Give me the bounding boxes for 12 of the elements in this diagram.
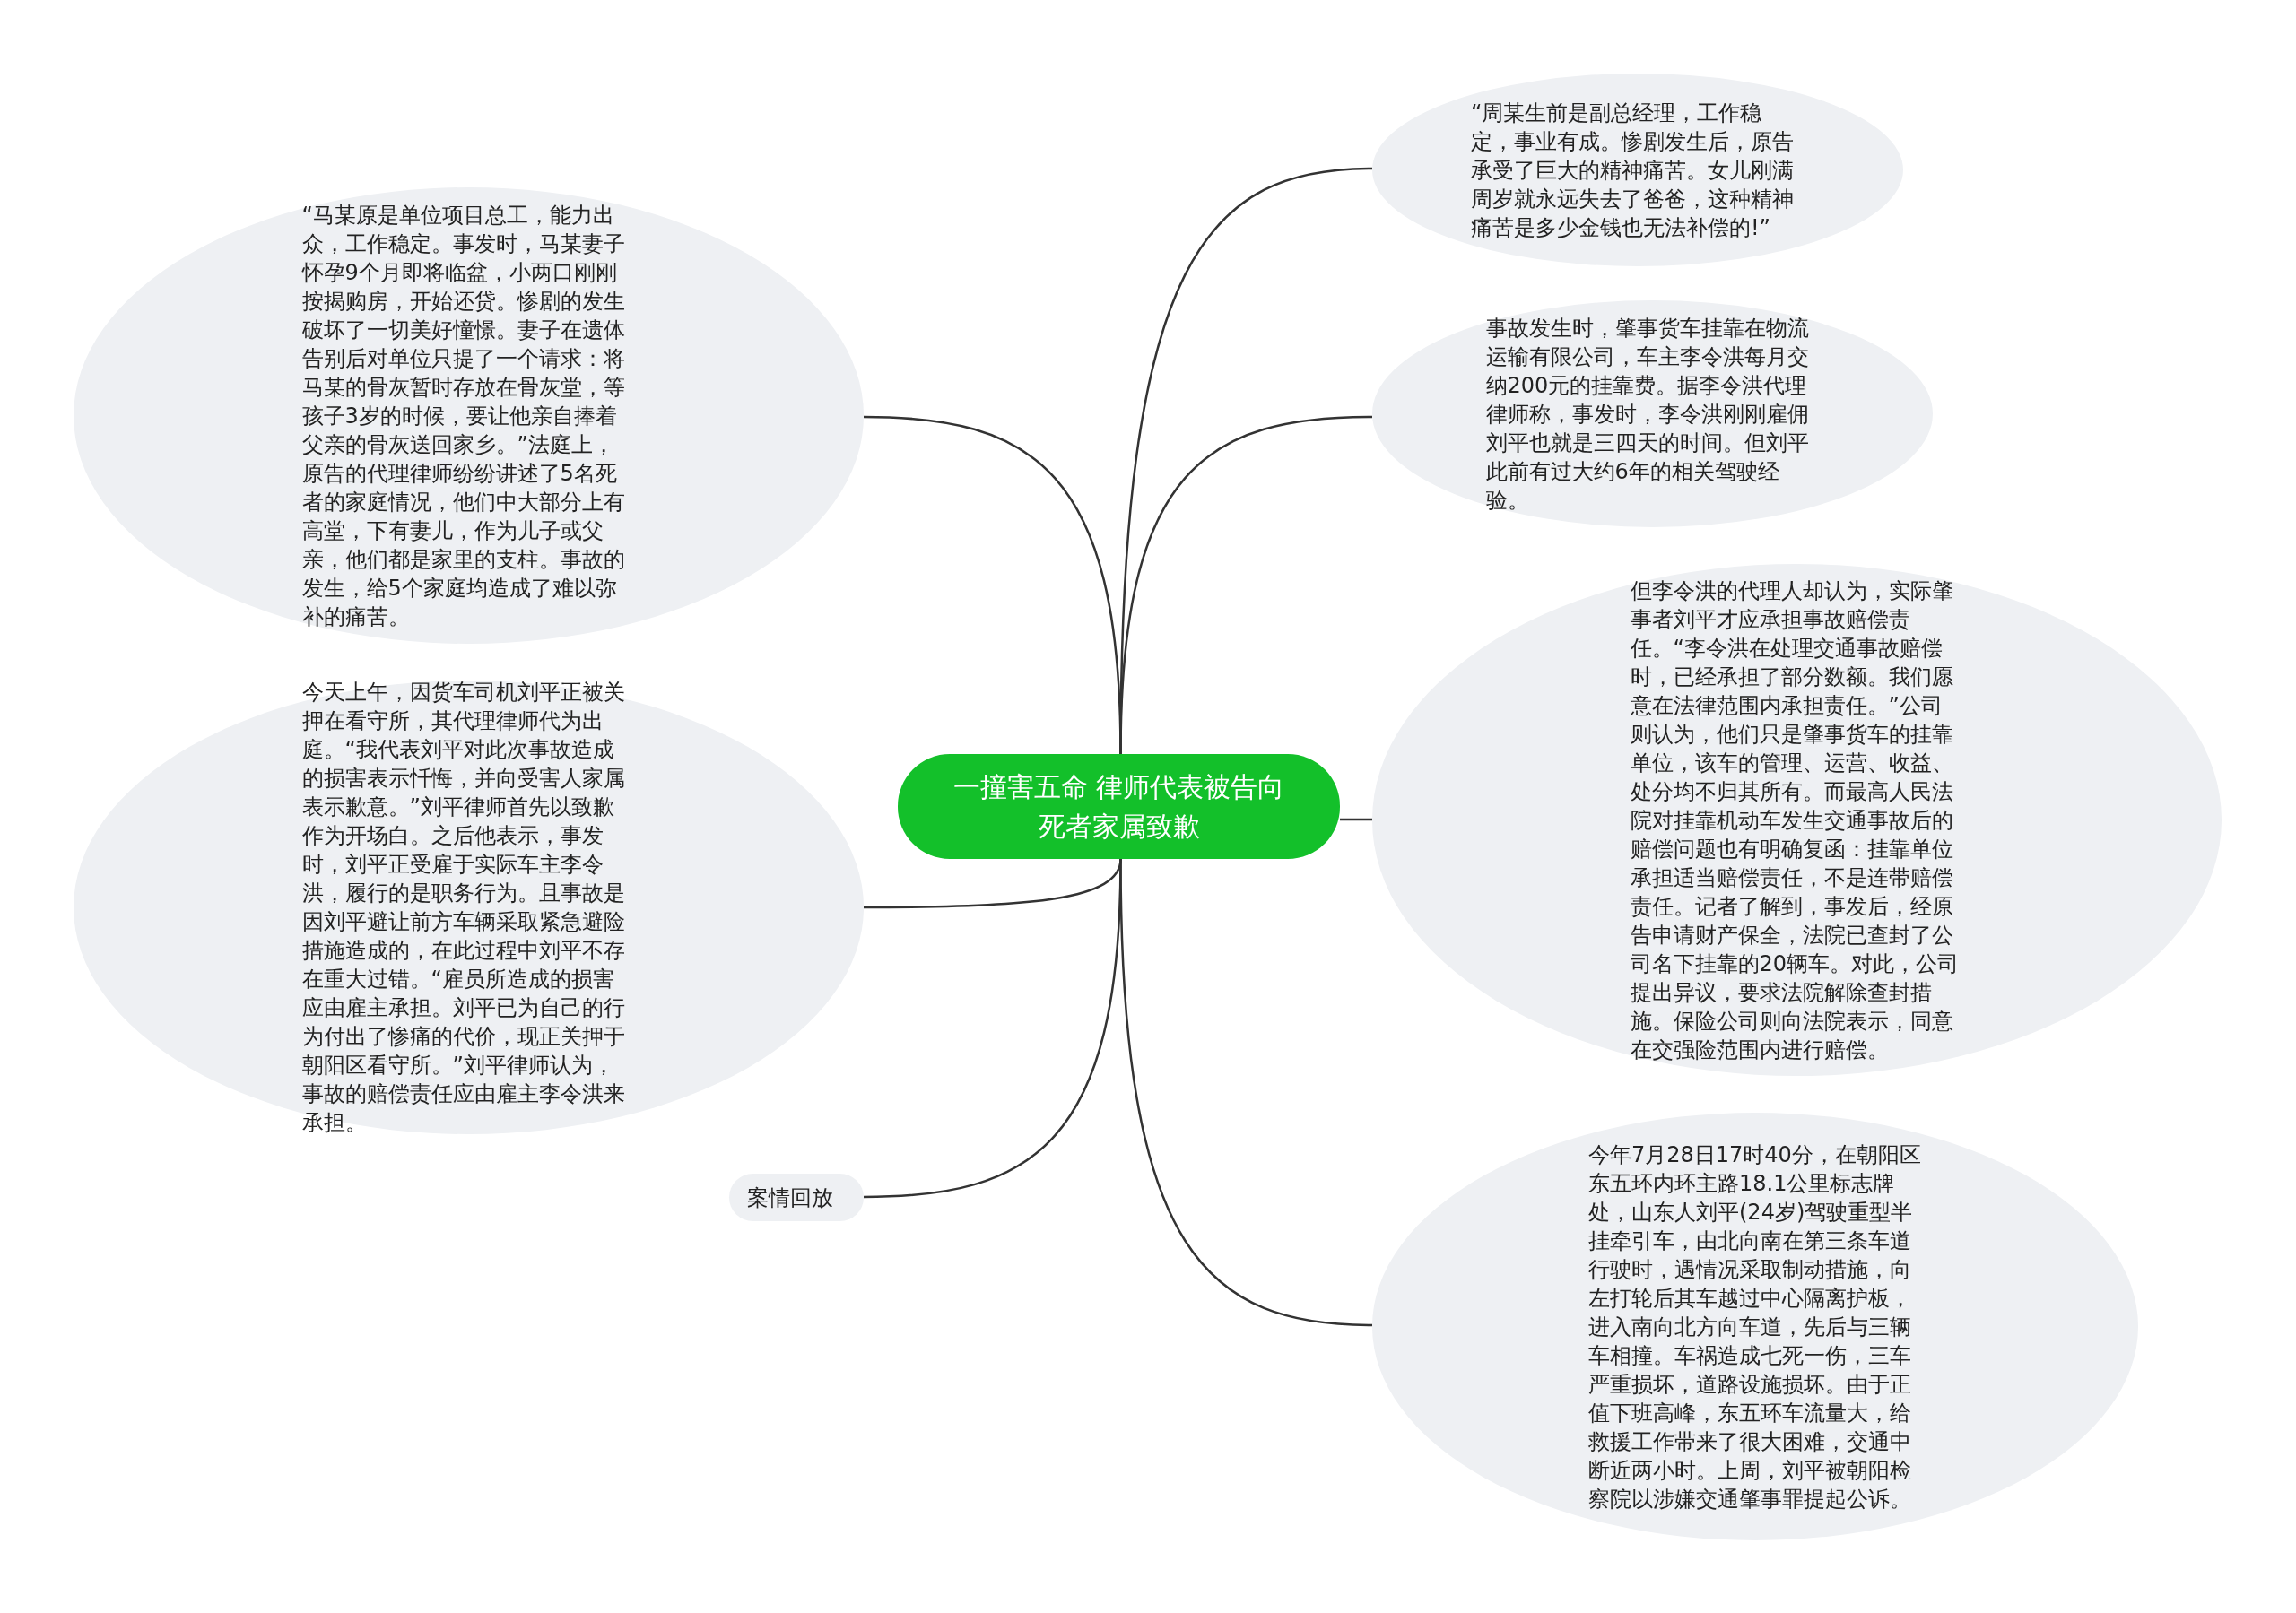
topic-label: 案情回放	[747, 1184, 834, 1212]
paragraph: 事故发生时，肇事货车挂靠在物流运输有限公司，车主李令洪每月交纳200元的挂靠费。据李令洪代理律师称，事发时，李令洪刚刚雇佣刘平也就是三四天的时间。但刘平此前有过大约6年的相关驾驶经验。	[1485, 314, 1810, 515]
subtopic-pill	[729, 1174, 864, 1221]
connector-line	[1340, 818, 1372, 821]
paragraph: 今天上午，因货车司机刘平正被关押在看守所，其代理律师代为出庭。“我代表刘平对此次事故造成的损害表示忏悔，并向受害人家属表示歉意。”刘平律师首先以致歉作为开场白。之后他表示，事发时，刘平正受雇于实际车主李令洪，履行的是职务行为。且事故是因刘平避让前方车辆采取紧急避险措施造成的，在此过程中刘平不存在重大过错。“雇员所造成的损害应由雇主承担。刘平已为自己的行为付出了惨痛的代价，现正关押于朝阳区看守所。”刘平律师认为，事故的赔偿责任应由雇主李令洪来承担。	[301, 679, 626, 1137]
paragraph: “周某生前是副总经理，工作稳定，事业有成。惨剧发生后，原告承受了巨大的精神痛苦。女儿刚满周岁就永远失去了爸爸，这种精神痛苦是多少金钱也无法补偿的!”	[1471, 99, 1795, 242]
paragraph: “马某原是单位项目总工，能力出众，工作稳定。事发时，马某妻子怀孕9个月即将临盆，小两口刚刚按揭购房，开始还贷。惨剧的发生破坏了一切美好憧憬。妻子在遗体告别后对单位只提了一个请求：将马某的骨灰暂时存放在骨灰堂，等孩子3岁的时候，要让他亲自捧着父亲的骨灰送回家乡。”法庭上，原告的代理律师纷纷讲述了5名死者的家庭情况，他们中大部分上有高堂，下有妻儿，作为儿子或父亲，他们都是家里的支柱。事故的发生，给5个家庭均造成了难以弥补的痛苦。	[301, 201, 626, 631]
paragraph: 但李令洪的代理人却认为，实际肇事者刘平才应承担事故赔偿责任。“李令洪在处理交通事故赔偿时，已经承担了部分数额。我们愿意在法律范围内承担责任。”公司则认为，他们只是肇事货车的挂靠单位，该车的管理、运营、收益、处分均不归其所有。而最高人民法院对挂靠机动车发生交通事故后的赔偿问题也有明确复函：挂靠单位承担适当赔偿责任，不是连带赔偿责任。记者了解到，事发后，经原告申请财产保全，法院已查封了公司名下挂靠的20辆车。对此，公司提出异议，要求法院解除查封措施。保险公司则向法院表示，同意在交强险范围内进行赔偿。	[1630, 577, 1961, 1064]
topic-title: 一撞害五命 律师代表被告向死者家属致歉	[952, 769, 1286, 844]
connector-line	[1119, 858, 1373, 1327]
paragraph: 今年7月28日17时40分，在朝阳区东五环内环主路18.1公里标志牌处，山东人刘平(24岁)驾驶重型半挂牵引车，由北向南在第三条车道行驶时，遇情况采取制动措施，向左打轮后其车越过中心隔离护板，进入南向北方向车道，先后与三辆车相撞。车祸造成七死一伤，三车严重损坏，道路设施损坏。由于正值下班高峰，东五环车流量大，给救援工作带来了很大困难，交通中断近两小时。上周，刘平被朝阳检察院以涉嫌交通肇事罪提起公诉。	[1588, 1140, 1922, 1513]
connector-line	[1119, 415, 1373, 755]
